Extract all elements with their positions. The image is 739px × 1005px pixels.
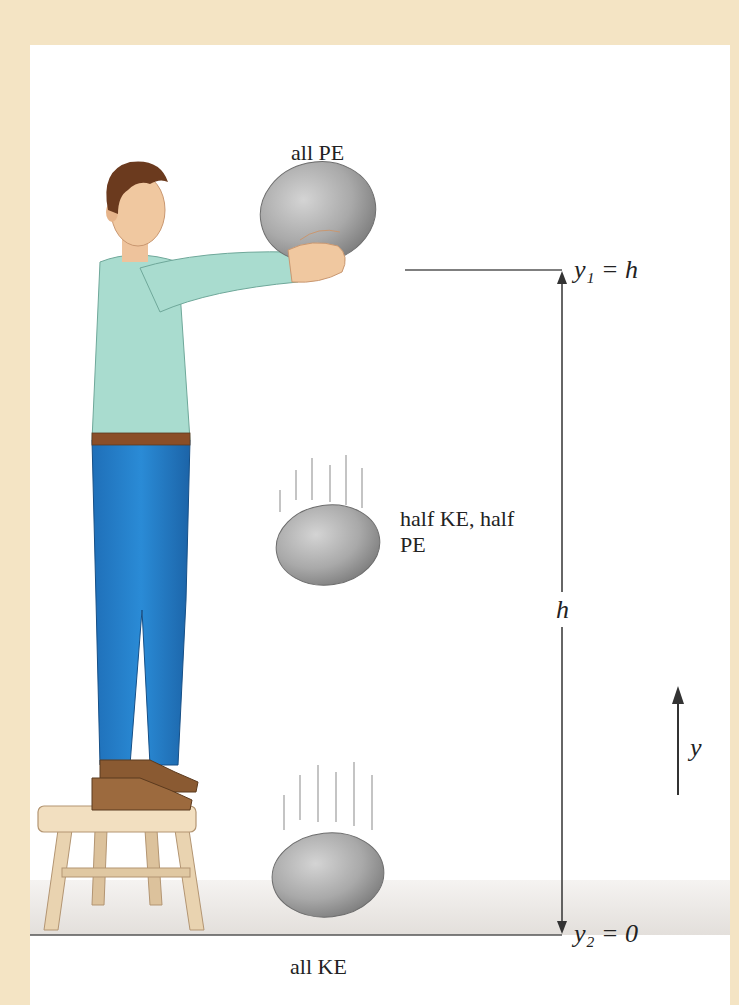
motion-lines: [284, 762, 372, 830]
axis-label: y: [690, 732, 702, 763]
hands: [288, 230, 345, 282]
reference-line: [405, 269, 562, 271]
energy-label: all PE: [291, 140, 344, 166]
axis-arrow: [672, 686, 684, 795]
energy-label: all KE: [290, 954, 347, 980]
ground-line: [30, 934, 562, 936]
rock: [268, 827, 388, 922]
motion-lines: [280, 455, 362, 512]
man-figure: [92, 161, 298, 810]
rock: [271, 498, 385, 592]
position-label: y₁ = h: [574, 254, 638, 285]
position-label: y₂ = 0: [574, 918, 638, 949]
dimension-label: h: [552, 592, 573, 627]
stool: [38, 806, 204, 930]
energy-label: half KE, half PE: [400, 506, 530, 559]
